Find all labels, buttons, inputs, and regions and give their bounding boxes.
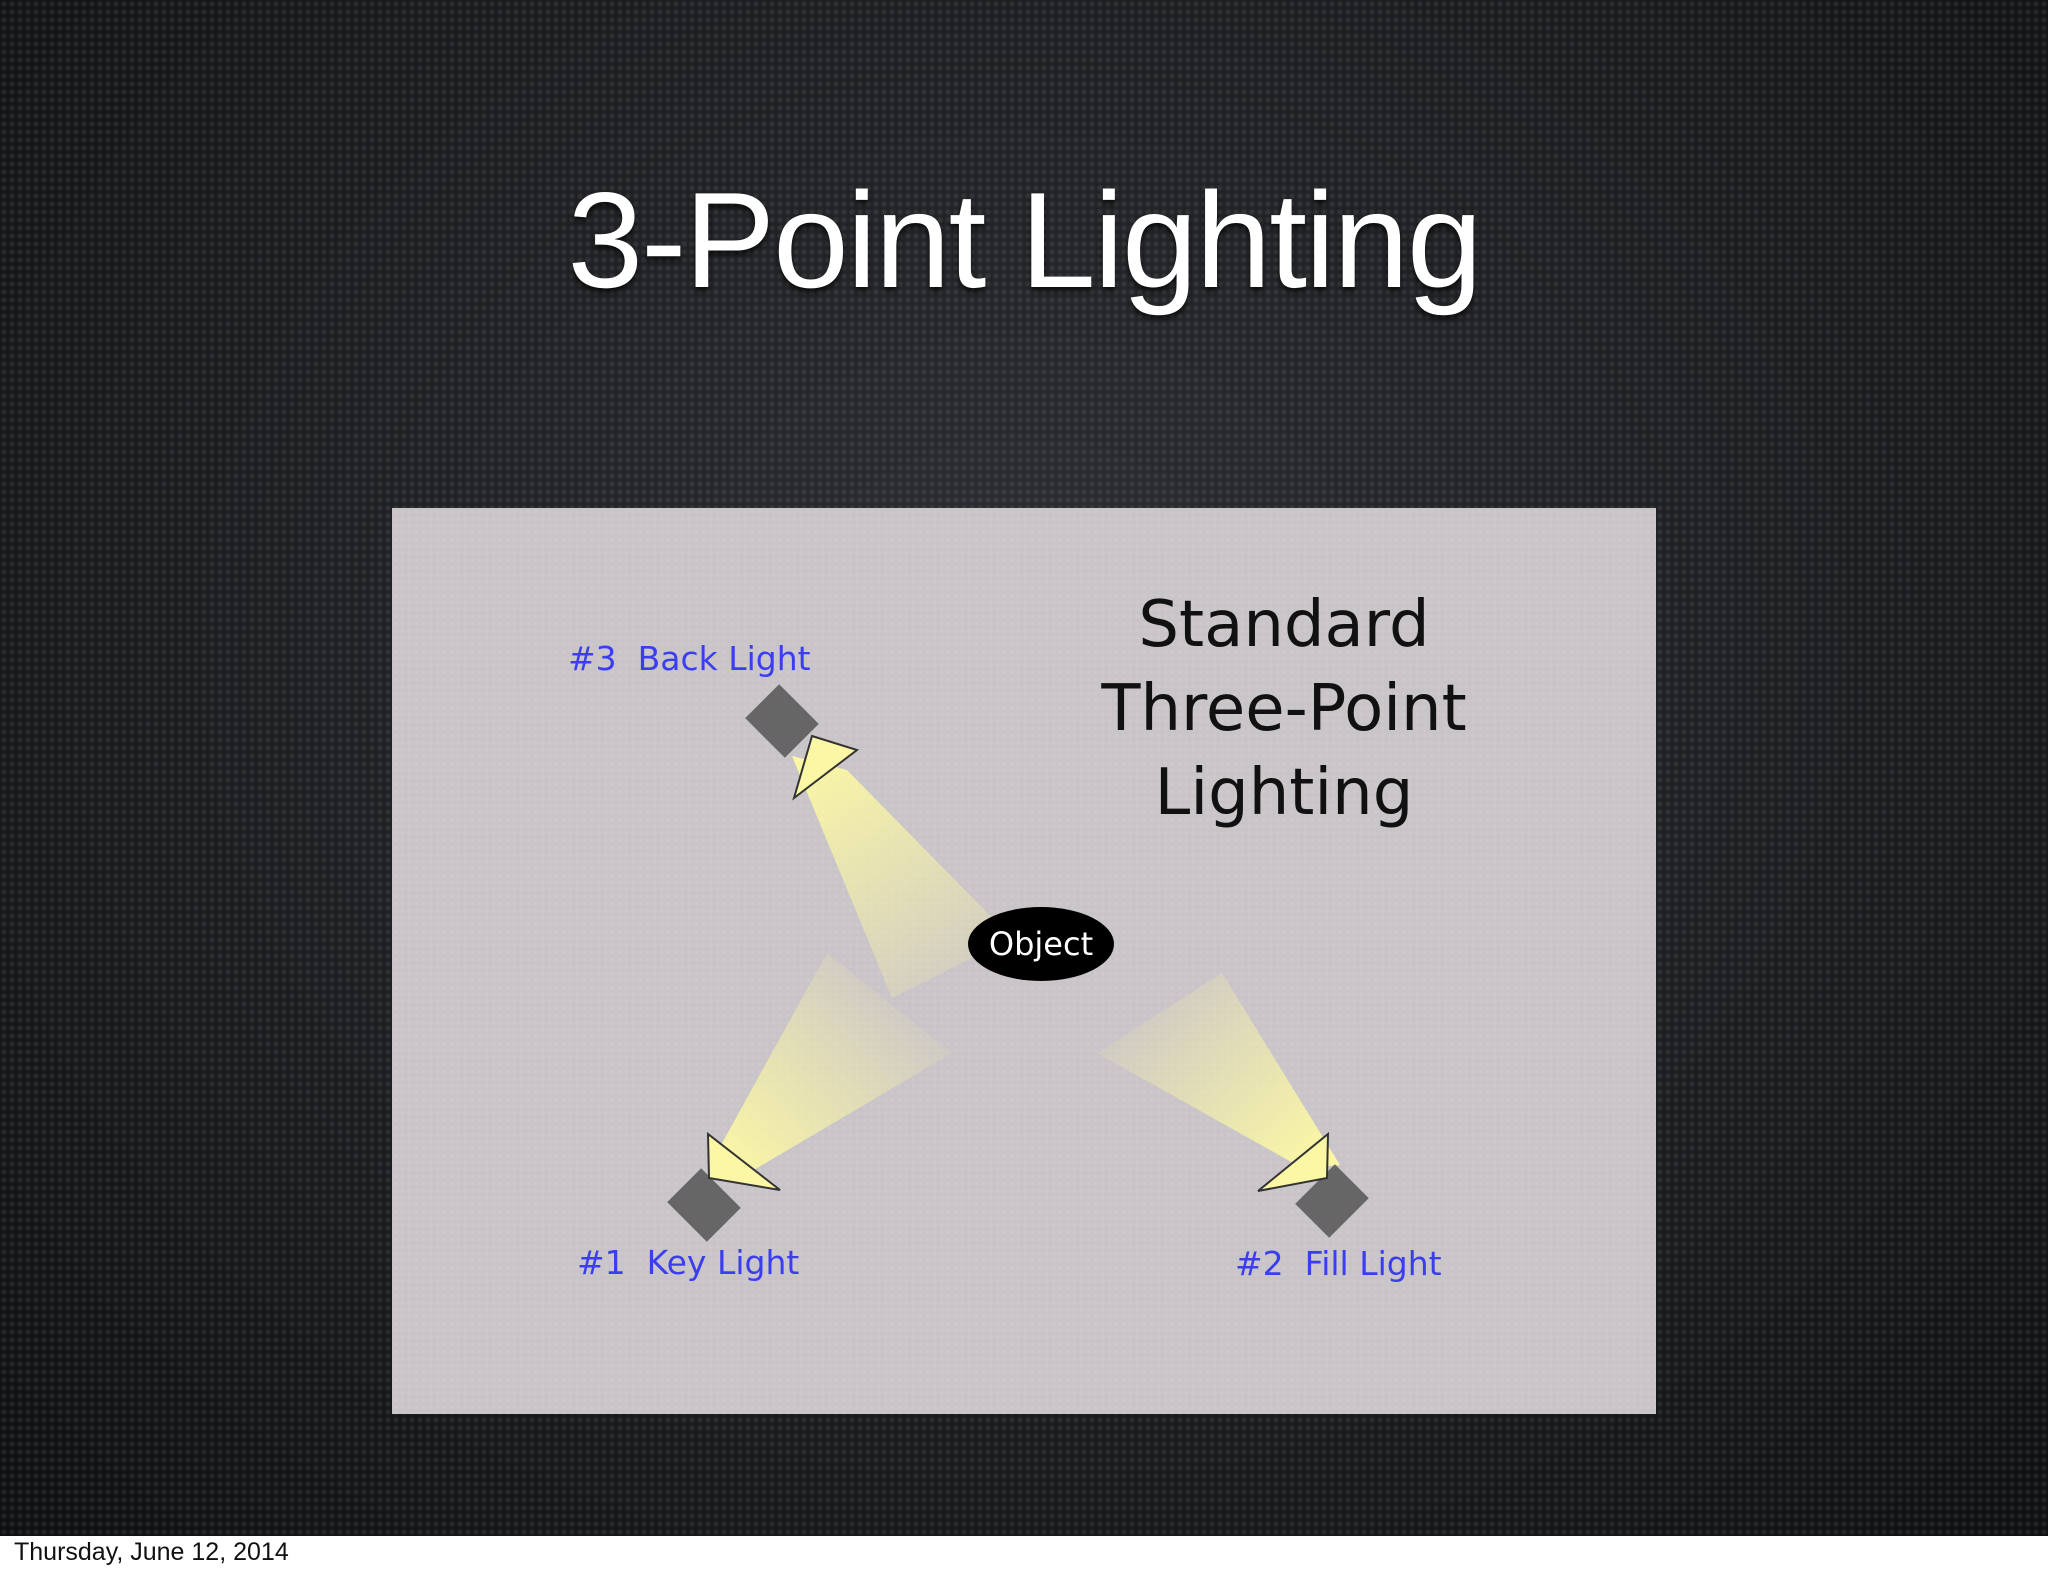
back-light-label: #3 Back Light	[568, 639, 811, 678]
lighting-diagram: Object Standard Three-Point Lighting #3 …	[392, 508, 1656, 1414]
key-light-spotlight-icon	[667, 1131, 781, 1242]
fill-light-beam	[1097, 973, 1340, 1168]
slide-title: 3-Point Lighting	[567, 164, 1482, 316]
back-light-beam	[792, 756, 1012, 998]
object-label: Object	[989, 925, 1093, 963]
key-light-label: #1 Key Light	[577, 1243, 799, 1282]
object-marker	[968, 907, 1114, 981]
slide-background: 3-Point Lighting	[0, 0, 2048, 1536]
back-light-spotlight-icon	[745, 684, 860, 801]
key-light-beam	[710, 953, 952, 1174]
footer-date: Thursday, June 12, 2014	[14, 1538, 289, 1566]
diagram-heading-line-1: Standard	[1138, 588, 1429, 662]
lighting-diagram-canvas: Object Standard Three-Point Lighting #3 …	[568, 588, 1467, 1283]
diagram-heading-line-2: Three-Point	[1100, 672, 1466, 746]
fill-light-spotlight-icon	[1257, 1131, 1369, 1238]
diagram-heading-line-3: Lighting	[1155, 756, 1414, 830]
fill-light-label: #2 Fill Light	[1235, 1244, 1442, 1283]
